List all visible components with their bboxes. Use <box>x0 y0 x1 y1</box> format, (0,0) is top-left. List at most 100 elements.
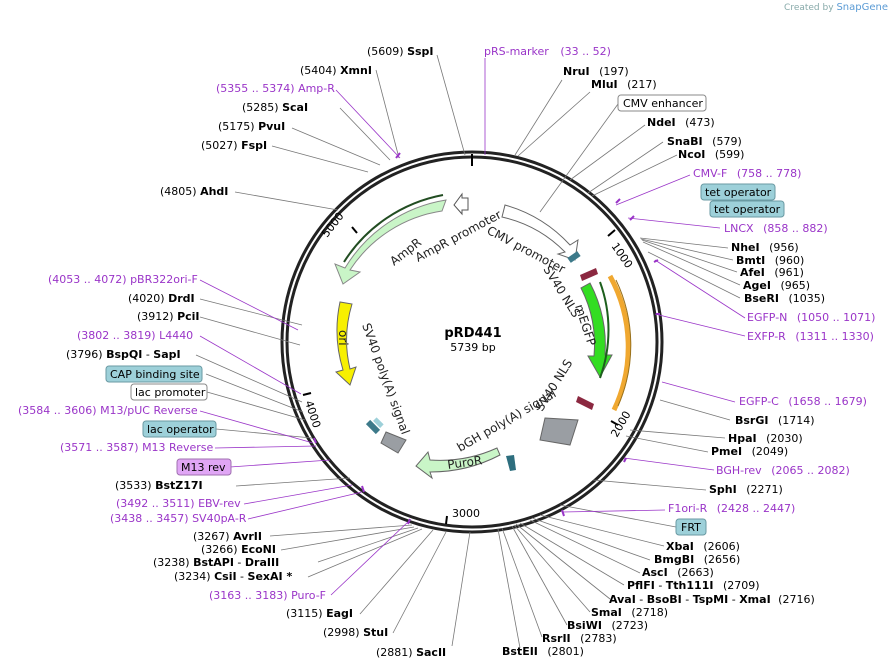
pcii-label: (3912) PciI <box>137 310 200 323</box>
leader-cmv-enh <box>539 103 619 213</box>
cmv-enhancer-text: CMV enhancer <box>623 97 703 110</box>
cmv-f-label: CMV-F (758 .. 778) <box>693 167 801 180</box>
primer-mark-1 <box>395 152 401 159</box>
primer-mark-10 <box>313 437 317 444</box>
bsrgi-label: BsrGI (1714) <box>735 414 815 427</box>
mEGFP-arrow <box>580 282 613 379</box>
leader-bsteii <box>497 528 521 649</box>
leader-bspqi <box>195 354 303 403</box>
asci-label: AscI (2663) <box>642 566 714 579</box>
tick-3000 <box>445 515 448 525</box>
leader-bseri <box>647 251 741 299</box>
features <box>334 192 632 480</box>
primer-line-m13puc <box>199 410 314 444</box>
egfp-n-label: EGFP-N (1050 .. 1071) <box>747 311 875 324</box>
m13-reverse-label: (3571 .. 3587) M13 Reverse <box>60 441 213 454</box>
leader-ahdi <box>234 191 339 211</box>
tick-marks <box>302 226 619 525</box>
fspi-label: (5027) FspI <box>201 139 267 152</box>
cmv-enhancer-box <box>617 94 707 112</box>
leader-hpai <box>629 429 726 439</box>
bsiwi-label: BsiWI (2723) <box>567 619 648 632</box>
sv40-polya-box <box>380 431 407 454</box>
avai-label: AvaI - BsoBI - TspMI - XmaI (2716) <box>609 593 815 606</box>
m13-rev-box <box>176 458 232 476</box>
feature-label-puror: PuroR <box>446 453 483 472</box>
egfp-orf-line <box>599 281 610 379</box>
l4440-label: (3802 .. 3819) L4440 <box>77 329 193 342</box>
exfp-orange-arc-inner <box>615 279 632 407</box>
lac-promoter-box <box>130 383 208 401</box>
leader-drdi <box>199 298 303 326</box>
bmti-label: BmtI (960) <box>736 254 804 267</box>
leader-csii <box>307 528 423 578</box>
pflfi-label: PflFI - Tth111I (2709) <box>627 579 760 592</box>
leader-cap <box>205 373 304 413</box>
sv40-nls-top-box <box>580 268 598 281</box>
feature-label-sv40-polya: SV40 poly(A) signal <box>359 321 412 436</box>
primer-lines <box>199 58 746 596</box>
xmni-label: (5404) XmnI <box>300 64 372 77</box>
primer-mark-8 <box>407 518 411 525</box>
snabi-label: SnaBI (579) <box>667 135 742 148</box>
tet-operator-2-text: tet operator <box>714 203 781 216</box>
lncx-label: LNCX (858 .. 882) <box>724 222 828 235</box>
brand-name: SnapGene <box>836 2 888 13</box>
primer-line-f1ori <box>562 509 666 513</box>
primer-mark-7 <box>561 509 565 517</box>
sv40-promoter-small <box>506 455 516 471</box>
ampr-arrow <box>334 199 447 285</box>
ahdi-label: (4805) AhdI <box>160 185 228 198</box>
tick-1000 <box>607 229 616 237</box>
m13puc-label: (3584 .. 3606) M13/pUC Reverse <box>18 404 198 417</box>
bseri-label: BseRI (1035) <box>744 292 825 305</box>
primer-line-ampr <box>335 89 401 159</box>
primer-line-egfp-c <box>661 381 736 403</box>
leader-bsiwi <box>511 525 568 626</box>
primer-line-cmvf <box>615 174 691 206</box>
pvui-label: (5175) PvuI <box>218 120 285 133</box>
leader-nrui <box>514 79 563 156</box>
leader-avrii <box>269 524 413 537</box>
tet-operator-1-box <box>700 183 776 201</box>
drdi-label: (4020) DrdI <box>128 292 195 305</box>
tick-label-3000: 3000 <box>452 507 480 520</box>
lac-operator-label-box <box>142 420 217 438</box>
feature-label-sv40-nls-bottom: SV40 NLS <box>533 357 576 414</box>
afei-label: AfeI (961) <box>740 266 804 279</box>
tick-labels: 1000 2000 3000 4000 5000 <box>302 210 635 520</box>
leader-lines <box>195 54 741 649</box>
econi-label: (3266) EcoNI <box>201 543 276 556</box>
leader-asci <box>529 519 641 574</box>
bstz17i-label: (3533) BstZ17I <box>115 479 203 492</box>
leader-sacii <box>451 531 471 647</box>
cap-binding-box <box>373 417 384 428</box>
primer-mark-9 <box>361 485 365 493</box>
left-labels: (5609) SspI (5404) XmnI (5355 .. 5374) A… <box>18 45 446 659</box>
ncoi-label: NcoI (599) <box>678 148 744 161</box>
tick-2000 <box>610 420 619 426</box>
sphi-label: SphI (2271) <box>709 483 783 496</box>
hpai-label: HpaI (2030) <box>728 432 803 445</box>
bspqi-label: (3796) BspQI - SapI <box>66 348 181 361</box>
leader-lac-operator <box>215 428 313 439</box>
primer-line-pbr322 <box>199 279 299 331</box>
leader-snabi <box>587 141 664 194</box>
tick-5000 <box>351 226 358 234</box>
primer-line-m13rev-box <box>229 459 331 468</box>
plasmid-name: pRD441 <box>444 326 501 341</box>
leader-nhei <box>639 237 729 249</box>
leader-ncoi <box>591 154 678 197</box>
egfp-c-label: EGFP-C (1658 .. 1679) <box>739 395 867 408</box>
pbr322ori-label: (4053 .. 4072) pBR322ori-F <box>48 273 198 286</box>
leader-mlui <box>517 91 591 157</box>
eagi-label: (3115) EagI <box>286 607 353 620</box>
tick-label-2000: 2000 <box>608 409 633 440</box>
tet-operator-1-text: tet operator <box>705 186 772 199</box>
pmei-label: PmeI (2049) <box>711 445 788 458</box>
puror-arrow <box>415 447 501 480</box>
leader-pmei <box>625 435 709 453</box>
xbai-label: XbaI (2606) <box>666 540 740 553</box>
bmgbi-label: BmgBI (2656) <box>654 553 740 566</box>
smai-label: SmaI (2718) <box>591 606 668 619</box>
